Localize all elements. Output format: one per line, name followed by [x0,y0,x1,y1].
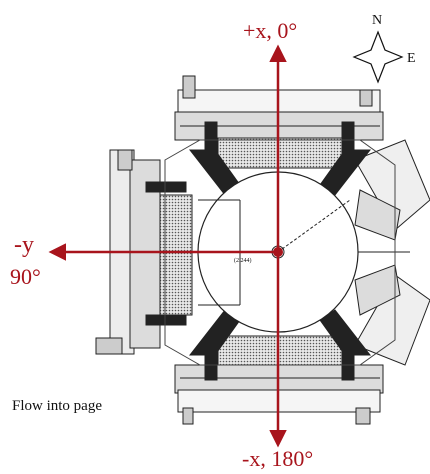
left-flange [95,149,193,355]
pos-x-label: +x, 0° [243,18,297,43]
body-outline [164,139,396,366]
coordinate-axes [48,44,287,448]
neg-x-label: -x, 180° [242,446,313,471]
compass-rose: N E [352,13,416,84]
cross-section-drawing [95,75,430,425]
neg-y-label: -y [14,232,34,258]
center-dimension-label: (2.244) [234,257,252,264]
compass-star-icon [352,30,404,84]
right-ports [354,139,430,366]
flow-note: Flow into page [12,398,102,414]
neg-y-angle-label: 90° [10,264,41,289]
compass-east-label: E [407,51,416,66]
compass-north-label: N [372,13,382,28]
diagonal-gaskets [188,149,372,356]
origin-marker [273,247,283,257]
